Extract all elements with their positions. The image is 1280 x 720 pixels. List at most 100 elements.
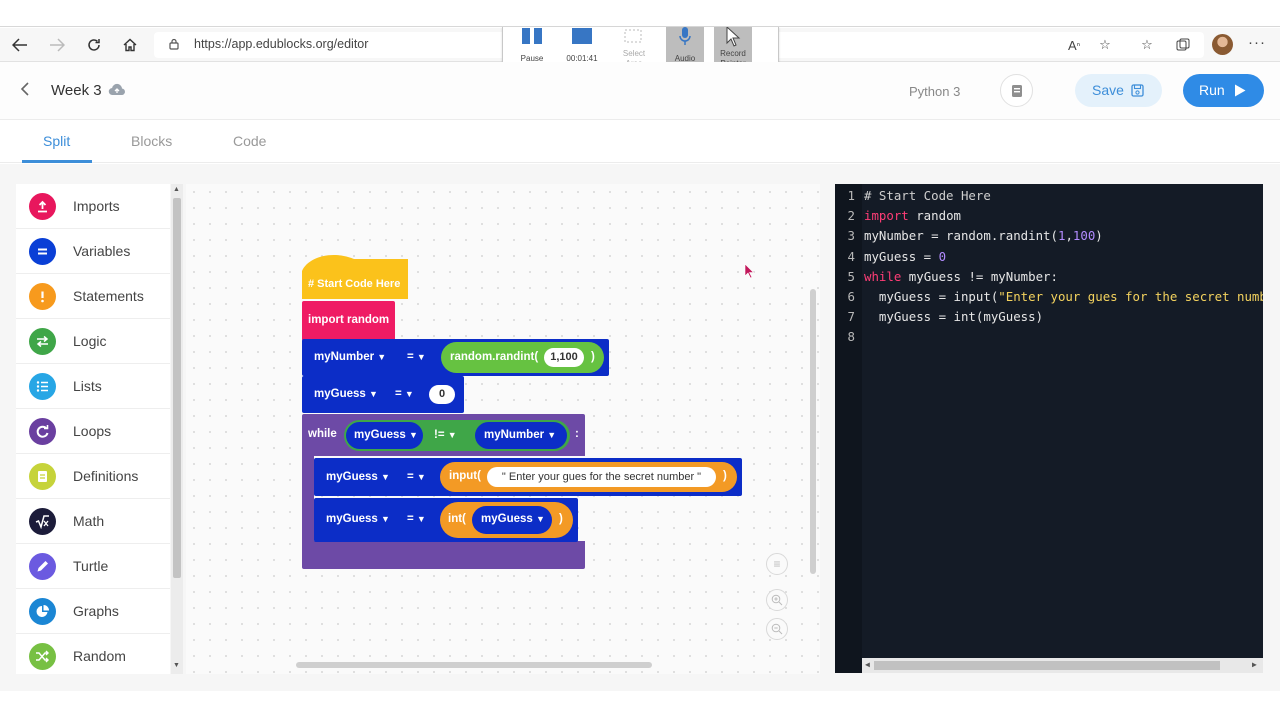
recorder-pause-button[interactable]: Pause: [513, 27, 551, 71]
while-loop-arm: [302, 456, 314, 542]
category-graphs[interactable]: Graphs: [16, 589, 170, 634]
scroll-down-icon[interactable]: ▼: [173, 662, 180, 669]
int-function-block[interactable]: int( myGuess ▼ ): [440, 502, 573, 538]
favorites-icon[interactable]: ☆: [1141, 37, 1153, 52]
category-loops[interactable]: Loops: [16, 409, 170, 454]
canvas-vertical-scrollbar[interactable]: [810, 289, 816, 574]
category-label: Statements: [73, 288, 144, 304]
python-version-label: Python 3: [909, 84, 961, 99]
code-line[interactable]: 8: [835, 329, 1263, 349]
code-line[interactable]: 1# Start Code Here: [835, 188, 1263, 208]
variable-dropdown[interactable]: myNumber ▼: [475, 422, 567, 449]
collections-icon[interactable]: [1172, 34, 1194, 56]
canvas-horizontal-scrollbar[interactable]: [296, 662, 652, 668]
variable-dropdown[interactable]: myGuess ▼: [314, 388, 378, 400]
scroll-right-icon[interactable]: ▶: [1252, 660, 1257, 669]
line-number: 5: [847, 268, 855, 284]
profile-avatar[interactable]: [1212, 34, 1233, 55]
recenter-icon[interactable]: ≡: [766, 553, 788, 575]
category-logic[interactable]: Logic: [16, 319, 170, 364]
operator-dropdown[interactable]: = ▼: [407, 471, 426, 483]
operator-symbol: =: [407, 351, 414, 363]
number-field[interactable]: 0: [429, 385, 455, 404]
start-code-block[interactable]: # Start Code Here: [302, 274, 410, 300]
category-statements[interactable]: Statements: [16, 274, 170, 319]
tab-split[interactable]: Split: [43, 133, 71, 149]
tab-blocks[interactable]: Blocks: [131, 133, 173, 149]
operator-symbol: =: [395, 388, 402, 400]
sidebar-scrollbar[interactable]: ▲ ▼: [171, 184, 183, 674]
assign-mynumber-block[interactable]: myNumber ▼ = ▼ random.randint( 1,100 ): [302, 339, 609, 376]
code-line[interactable]: 6 myGuess = input("Enter your gues for t…: [835, 289, 1263, 309]
code-line[interactable]: 7 myGuess = int(myGuess): [835, 309, 1263, 329]
view-tabs: Split Blocks Code: [0, 121, 1280, 163]
blocks-canvas[interactable]: # Start Code Here import random myNumber…: [186, 184, 820, 674]
category-definitions[interactable]: Definitions: [16, 454, 170, 499]
variable-name: myGuess: [326, 471, 378, 483]
cloud-upload-icon[interactable]: [108, 83, 126, 97]
zoom-in-icon[interactable]: [766, 589, 788, 611]
forward-arrow-icon[interactable]: [45, 34, 69, 56]
variable-dropdown[interactable]: myGuess ▼: [326, 471, 390, 483]
operator-dropdown[interactable]: != ▼: [434, 429, 457, 441]
save-button[interactable]: Save: [1075, 74, 1162, 107]
more-icon[interactable]: ···: [1248, 34, 1266, 51]
operator-dropdown[interactable]: = ▼: [407, 351, 426, 363]
operator-dropdown[interactable]: = ▼: [407, 513, 426, 525]
back-arrow-icon[interactable]: [8, 34, 32, 56]
file-button[interactable]: [1000, 74, 1033, 107]
input-function-block[interactable]: input( " Enter your gues for the secret …: [440, 462, 737, 492]
prompt-string-field[interactable]: " Enter your gues for the secret number …: [487, 467, 716, 487]
category-turtle[interactable]: Turtle: [16, 544, 170, 589]
operator-dropdown[interactable]: = ▼: [395, 388, 414, 400]
assign-input-block[interactable]: myGuess ▼ = ▼ input( " Enter your gues f…: [314, 458, 742, 496]
category-label: Definitions: [73, 468, 139, 484]
code-token: random: [908, 208, 961, 224]
url-text: https://app.edublocks.org/editor: [194, 37, 369, 51]
randint-args-field[interactable]: 1,100: [544, 348, 584, 367]
sidebar-scroll-thumb[interactable]: [173, 198, 181, 578]
while-loop-block[interactable]: while myGuess ▼ != ▼ myNumber ▼ :: [302, 414, 585, 456]
import-random-block[interactable]: import random: [302, 301, 395, 341]
randint-block[interactable]: random.randint( 1,100 ): [441, 342, 604, 373]
back-chevron-icon[interactable]: [20, 81, 36, 99]
category-variables[interactable]: Variables: [16, 229, 170, 274]
line-number: 2: [847, 208, 855, 224]
refresh-icon[interactable]: [82, 34, 106, 56]
scroll-up-icon[interactable]: ▲: [173, 186, 180, 193]
code-horizontal-scrollbar[interactable]: ◀ ▶: [862, 658, 1263, 673]
zoom-out-icon[interactable]: [766, 618, 788, 640]
code-scroll-thumb[interactable]: [874, 661, 1220, 670]
assign-myguess-zero-block[interactable]: myGuess ▼ = ▼ 0: [302, 376, 464, 413]
favorite-add-icon[interactable]: ☆: [1099, 37, 1111, 52]
project-title[interactable]: Week 3: [51, 82, 102, 99]
assign-int-block[interactable]: myGuess ▼ = ▼ int( myGuess ▼ ): [314, 498, 578, 542]
variable-dropdown[interactable]: myGuess ▼: [472, 506, 552, 534]
code-token: 100: [1072, 228, 1096, 244]
run-button[interactable]: Run: [1183, 74, 1264, 107]
variable-name: myNumber: [484, 429, 545, 441]
category-imports[interactable]: Imports: [16, 184, 170, 229]
category-math[interactable]: Math: [16, 499, 170, 544]
category-random[interactable]: Random: [16, 634, 170, 674]
recorder-stop-button[interactable]: 00:01:41: [563, 27, 601, 71]
line-number: 1: [847, 188, 855, 203]
pencil-icon: [29, 553, 56, 580]
colon: :: [575, 428, 579, 440]
recorder-label: Audio: [674, 54, 696, 63]
tab-code[interactable]: Code: [233, 133, 267, 149]
category-lists[interactable]: Lists: [16, 364, 170, 409]
close-paren: ): [591, 351, 595, 363]
scroll-left-icon[interactable]: ◀: [865, 660, 870, 669]
variable-dropdown[interactable]: myGuess ▼: [346, 422, 423, 449]
compare-block[interactable]: myGuess ▼ != ▼ myNumber ▼: [344, 420, 570, 451]
variable-dropdown[interactable]: myNumber ▼: [314, 351, 387, 363]
home-icon[interactable]: [118, 34, 142, 56]
variable-dropdown[interactable]: myGuess ▼: [326, 513, 390, 525]
